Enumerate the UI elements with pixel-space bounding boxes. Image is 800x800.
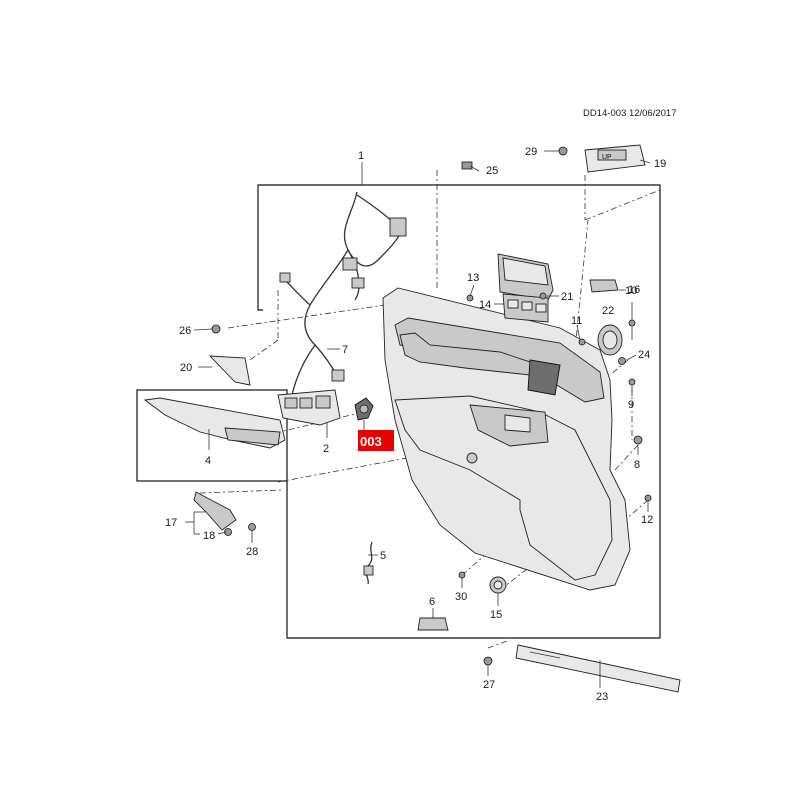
callout-7: 7 <box>342 344 348 356</box>
callout-11: 11 <box>571 315 582 327</box>
window-switch-module <box>497 253 554 323</box>
single-switch <box>589 279 619 293</box>
callout-19: 19 <box>654 158 666 170</box>
highlight-label: 003 <box>360 434 382 449</box>
callout-12: 12 <box>641 514 653 526</box>
callout-8: 8 <box>634 459 640 471</box>
callout-30: 30 <box>455 591 467 603</box>
callout-29: 29 <box>525 146 537 158</box>
callout-26: 26 <box>179 325 191 337</box>
callout-numbers: 1 2 4 5 6 7 8 9 10 11 12 13 14 15 16 17 … <box>165 146 666 703</box>
switch-housing: UP <box>584 144 646 173</box>
callout-25: 25 <box>486 165 498 177</box>
switch-up-marking: UP <box>602 154 612 161</box>
callout-10: 10 <box>625 285 637 297</box>
callout-1: 1 <box>358 150 364 162</box>
pull-handle <box>193 491 237 531</box>
highlighted-handle-switch <box>354 397 374 430</box>
highlight-label-box <box>358 430 394 451</box>
main-assembly-frame <box>257 184 661 639</box>
switch-bracket <box>277 389 341 426</box>
callout-6: 6 <box>429 596 435 608</box>
callout-2: 2 <box>323 443 329 455</box>
callout-9: 9 <box>628 399 634 411</box>
callout-20: 20 <box>180 362 192 374</box>
lamp-cable <box>363 541 374 585</box>
callout-5: 5 <box>380 550 386 562</box>
armrest-trim <box>143 397 286 449</box>
callout-13: 13 <box>467 272 479 284</box>
clip-part <box>417 617 449 631</box>
leader-lines <box>185 150 651 688</box>
small-trim-piece <box>208 355 251 386</box>
callout-14: 14 <box>479 299 491 311</box>
callout-22: 22 <box>602 305 614 317</box>
callout-24: 24 <box>638 349 650 361</box>
callout-17: 17 <box>165 517 177 529</box>
callout-16-label: 16 <box>628 284 640 296</box>
callout-28: 28 <box>246 546 258 558</box>
callout-15: 15 <box>490 609 502 621</box>
document-reference: DD14-003 12/06/2017 <box>583 108 677 119</box>
door-trim-panel <box>382 287 631 591</box>
tweeter-speaker <box>597 324 623 356</box>
callout-4: 4 <box>205 455 211 467</box>
callout-23: 23 <box>596 691 608 703</box>
callout-21: 21 <box>561 291 573 303</box>
callout-27: 27 <box>483 679 495 691</box>
fasteners <box>211 146 652 666</box>
wiring-harness <box>279 191 407 396</box>
armrest-inset-frame <box>136 389 288 482</box>
lower-strip <box>515 644 681 693</box>
round-cap <box>489 576 507 594</box>
callout-18: 18 <box>203 530 215 542</box>
